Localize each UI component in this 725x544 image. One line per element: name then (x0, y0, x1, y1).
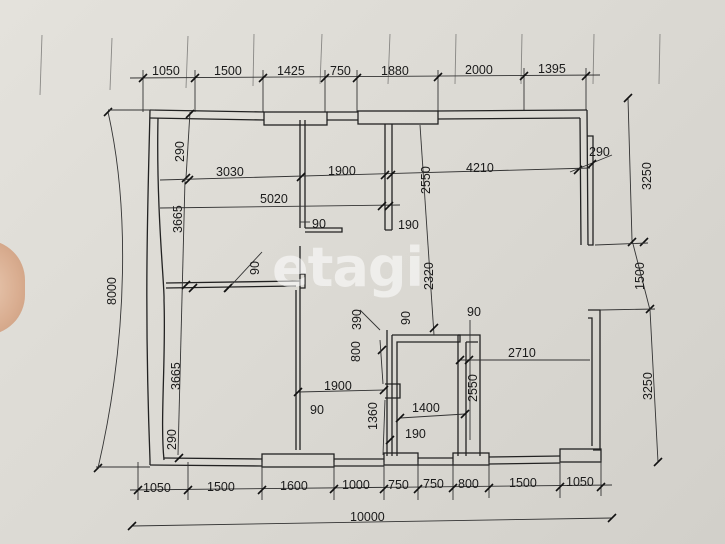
dim-2320: 2320 (422, 262, 436, 290)
dim-90-a: 90 (312, 217, 326, 231)
dim-top-3: 1425 (277, 64, 305, 78)
dim-left-bottom-wall: 290 (165, 429, 179, 450)
dim-bottom-9: 1050 (566, 475, 594, 489)
dim-bottom-3: 1600 (280, 479, 308, 493)
dim-190-b: 190 (405, 427, 426, 441)
dim-left-top-wall: 290 (173, 141, 187, 162)
dim-right-mid: 1500 (633, 262, 647, 290)
dim-top-4: 750 (330, 64, 351, 78)
dim-2550-low: 2550 (466, 374, 480, 402)
window-bottom-2 (383, 452, 419, 466)
dim-right-wall: 290 (589, 145, 610, 159)
dim-390: 390 (350, 309, 364, 330)
right-dimension-lines (569, 93, 663, 467)
dim-2550-top: 2550 (419, 166, 433, 194)
dim-bottom-4: 1000 (342, 478, 370, 492)
bottom-dimension-line (127, 460, 617, 531)
window-bottom-1 (261, 453, 335, 468)
dim-bottom-7: 800 (458, 477, 479, 491)
dim-top-7: 1395 (538, 62, 566, 76)
dim-90-c: 90 (399, 311, 413, 325)
dim-190-a: 190 (398, 218, 419, 232)
window-top-1 (263, 111, 328, 126)
dim-left-upper: 3665 (171, 205, 185, 233)
dim-bottom-8: 1500 (509, 476, 537, 490)
dim-1900-top: 1900 (328, 164, 356, 178)
dim-5020: 5020 (260, 192, 288, 206)
dim-1360: 1360 (366, 402, 380, 430)
room-dimension-lines (159, 124, 591, 456)
dim-1900-low: 1900 (324, 379, 352, 393)
dim-left-lower: 3665 (169, 362, 183, 390)
top-dimension-line (129, 68, 601, 112)
dim-bottom-2: 1500 (207, 480, 235, 494)
dim-bottom-5: 750 (388, 478, 409, 492)
window-bottom-4 (559, 448, 602, 463)
window-top-2 (357, 110, 439, 125)
window-bottom-3 (452, 452, 490, 466)
dim-bottom-1: 1050 (143, 481, 171, 495)
dim-top-5: 1880 (381, 64, 409, 78)
dim-90-b: 90 (248, 261, 262, 275)
dim-3030: 3030 (216, 165, 244, 179)
watermark-logo: etagi (272, 236, 424, 299)
dim-bottom-6: 750 (423, 477, 444, 491)
dim-right-lower: 3250 (641, 372, 655, 400)
left-dimension-lines (93, 107, 195, 473)
interior-walls (165, 120, 481, 456)
dim-2710: 2710 (508, 346, 536, 360)
dim-90-d: 90 (467, 305, 481, 319)
dim-1400: 1400 (412, 401, 440, 415)
dim-left-total: 8000 (105, 277, 119, 305)
dim-total-width: 10000 (350, 510, 385, 524)
dim-top-1: 1050 (152, 64, 180, 78)
dim-90-e: 90 (310, 403, 324, 417)
dim-top-6: 2000 (465, 63, 493, 77)
outer-walls (146, 109, 602, 468)
dim-800: 800 (349, 341, 363, 362)
dim-right-upper: 3250 (640, 162, 654, 190)
dim-top-2: 1500 (214, 64, 242, 78)
dim-4210: 4210 (466, 161, 494, 175)
